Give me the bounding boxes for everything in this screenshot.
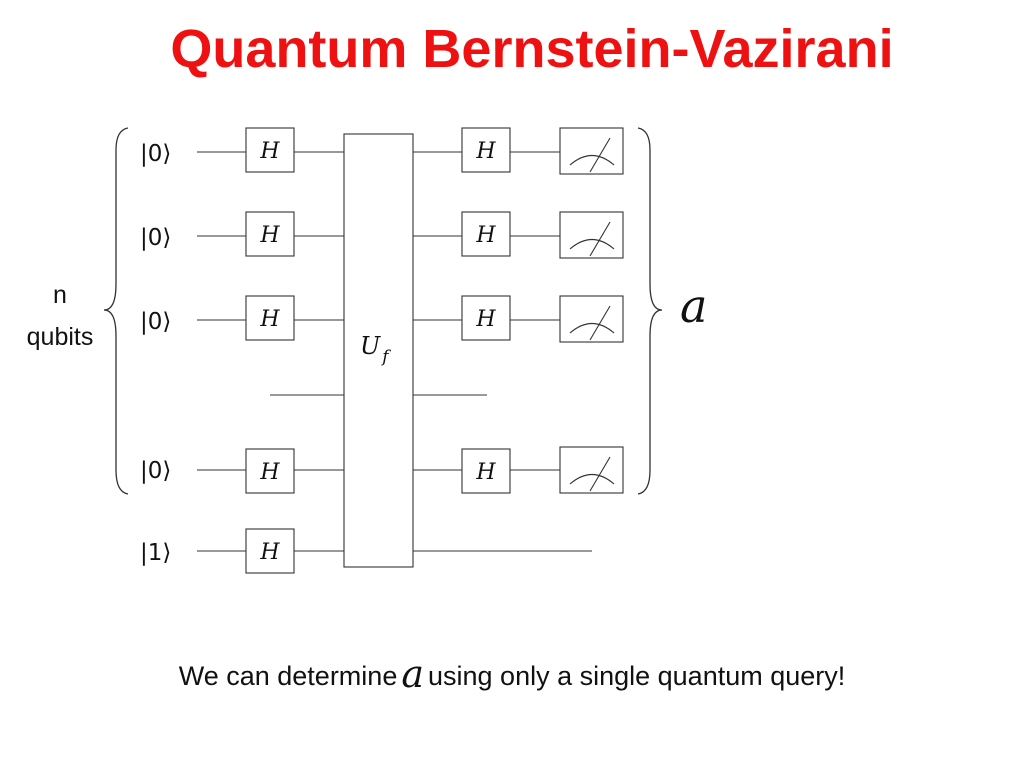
hadamard-label: H [259, 223, 280, 248]
hadamard-label: H [475, 460, 496, 485]
hadamard-gate-in-2: H [245, 211, 295, 257]
hadamard-gate-in-1: H [245, 127, 295, 173]
hadamard-label: H [259, 307, 280, 332]
footer-text-before: We can determine [178, 661, 398, 691]
footer-text-after: using only a single quantum query! [428, 661, 846, 691]
ket-input-1: |0⟩ [140, 141, 171, 167]
left-brace [103, 127, 129, 495]
ket-input-3: |0⟩ [140, 309, 171, 335]
hadamard-gate-ancilla: H [245, 528, 295, 574]
ket-input-2: |0⟩ [140, 225, 171, 251]
hadamard-gate-out-3: H [461, 295, 511, 341]
hadamard-label: H [475, 223, 496, 248]
oracle-box [343, 133, 414, 568]
hadamard-gate-out-4: H [461, 448, 511, 494]
hadamard-gate-in-3: H [245, 295, 295, 341]
meter-icon [559, 295, 624, 343]
group-label-qubits: qubits [27, 323, 94, 351]
hadamard-label: H [259, 139, 280, 164]
meter-icon [559, 446, 624, 494]
ket-input-ancilla: |1⟩ [140, 540, 171, 566]
result-label: a [680, 279, 707, 333]
oracle-label-subscript: f [380, 347, 391, 367]
slide-title: Quantum Bernstein-Vazirani [170, 19, 894, 79]
meter-icon [559, 211, 624, 259]
meter-icon [559, 127, 624, 175]
group-label-n: n [53, 281, 67, 309]
hadamard-label: H [475, 139, 496, 164]
ket-input-4: |0⟩ [140, 458, 171, 484]
hadamard-label: H [259, 540, 280, 565]
hadamard-gate-out-1: H [461, 127, 511, 173]
oracle-label-main: U [360, 332, 381, 360]
hadamard-gate-out-2: H [461, 211, 511, 257]
hadamard-gate-in-4: H [245, 448, 295, 494]
hadamard-label: H [475, 307, 496, 332]
right-brace [637, 127, 663, 495]
footer-variable: a [401, 652, 424, 696]
hadamard-label: H [259, 460, 280, 485]
